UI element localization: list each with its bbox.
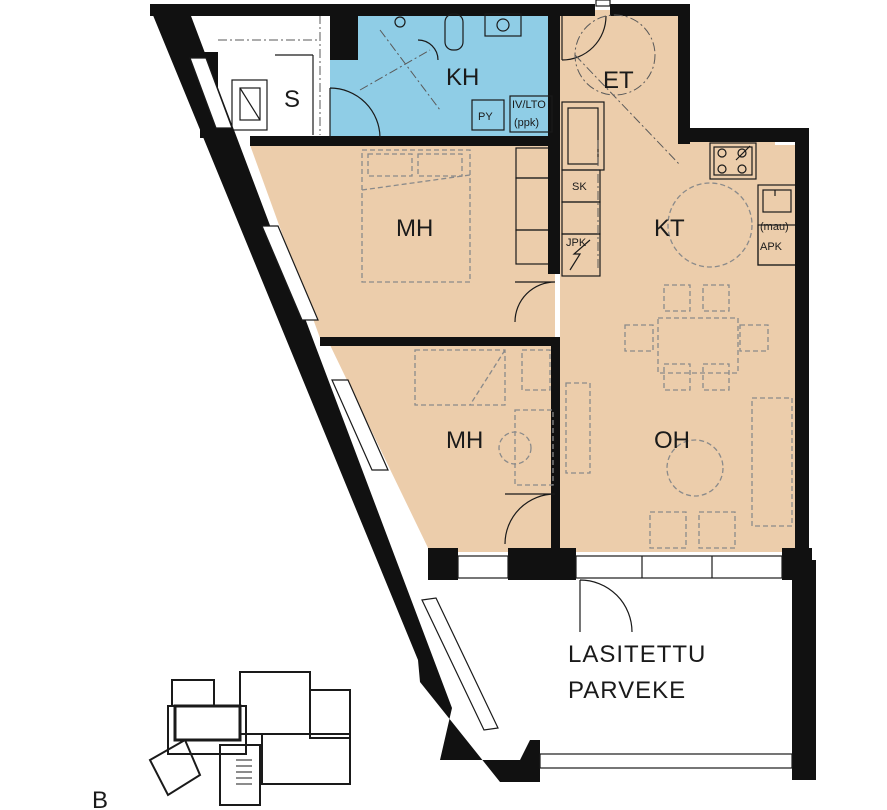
door-mh-upper: [514, 281, 556, 323]
label-apk: APK: [760, 241, 783, 253]
fixture-labels: PY IV/LTO (ppk) SK JPK (mau) APK: [478, 99, 789, 253]
label-mh-lower: MH: [446, 427, 483, 454]
label-sk: SK: [572, 181, 587, 193]
label-iv-lto-sub: (ppk): [514, 117, 539, 129]
floor-fills: [250, 10, 798, 552]
room-kh-floor: [330, 10, 555, 138]
wardrobes: [515, 101, 605, 277]
label-py: PY: [478, 111, 493, 123]
door-et: [561, 15, 607, 61]
key-plan-letter: B: [92, 787, 108, 810]
label-iv-lto: IV/LTO: [512, 99, 546, 111]
bathroom-fixtures: [359, 13, 553, 133]
window-5: [457, 555, 509, 579]
furniture: [361, 14, 793, 549]
windows: [189, 0, 793, 769]
doors: [329, 15, 633, 633]
label-mau: (mau): [760, 221, 789, 233]
room-mh-lower-floor: [330, 345, 555, 552]
balcony-label: LASITETTU PARVEKE: [568, 641, 706, 704]
balcony-label-line2: PARVEKE: [568, 677, 686, 704]
window-1: [189, 57, 233, 129]
label-s: S: [284, 86, 300, 113]
label-et: ET: [603, 67, 634, 94]
storage-area: [218, 15, 321, 135]
label-kt: KT: [654, 215, 685, 242]
label-kh: KH: [446, 64, 479, 91]
label-mh-upper: MH: [396, 215, 433, 242]
room-kt-oh-floor: [560, 10, 798, 552]
label-oh: OH: [654, 427, 690, 454]
window-6: [575, 555, 783, 579]
door-mh-lower: [504, 493, 556, 545]
room-labels: KH S ET MH KT MH OH: [284, 64, 690, 454]
door-balcony: [579, 579, 633, 633]
window-7: [539, 753, 793, 769]
balcony-label-line1: LASITETTU: [568, 641, 706, 668]
key-plan: B: [92, 671, 351, 810]
window-4: [421, 597, 499, 731]
door-kh: [329, 87, 381, 139]
room-mh-upper-floor: [250, 145, 555, 338]
window-2: [261, 225, 319, 321]
window-8: [595, 0, 611, 7]
label-jpk: JPK: [566, 237, 587, 249]
window-3: [331, 379, 389, 471]
